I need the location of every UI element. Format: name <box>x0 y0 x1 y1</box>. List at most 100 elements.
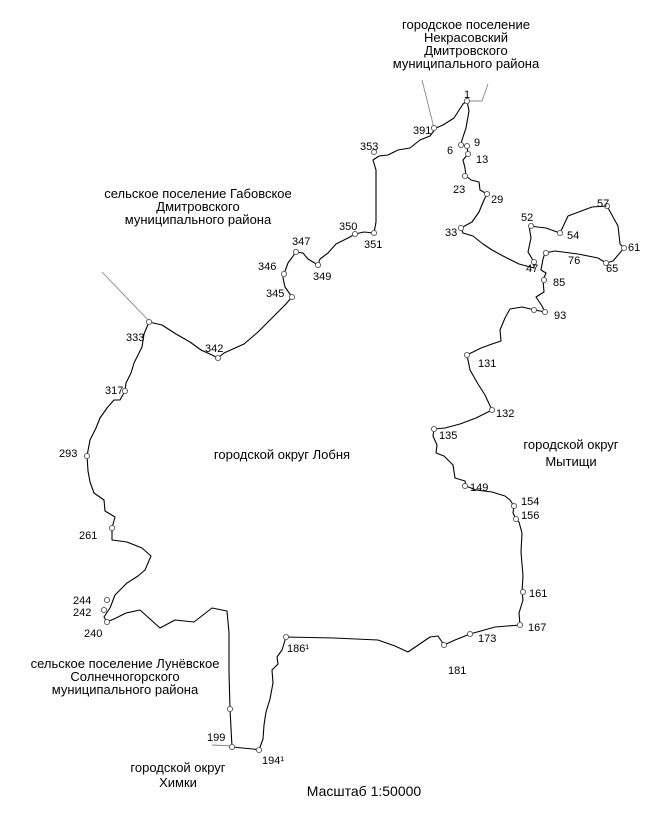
point-label-6: 6 <box>447 145 453 157</box>
boundary-point-marker <box>466 630 474 638</box>
region-label-north: городское поселение Некрасовский Дмитров… <box>393 17 540 71</box>
point-label-194: 194¹ <box>262 755 284 767</box>
boundary-point-marker <box>108 524 116 532</box>
boundary-point-marker <box>145 318 153 326</box>
point-label-85: 85 <box>553 277 565 289</box>
boundary-point-marker <box>556 229 564 237</box>
point-label-1: 1 <box>464 89 470 101</box>
boundary-point-marker <box>463 351 471 359</box>
boundary-point-marker <box>430 425 438 433</box>
boundary-point-marker <box>314 261 322 269</box>
boundary-point-marker <box>457 224 465 232</box>
point-label-242: 242 <box>73 607 91 619</box>
point-label-244: 244 <box>73 595 91 607</box>
point-label-173: 173 <box>478 633 496 645</box>
point-label-33: 33 <box>445 227 457 239</box>
region-label-line: Химки <box>159 775 197 790</box>
boundary-point-marker <box>255 746 263 754</box>
boundary-point-marker <box>510 502 518 510</box>
region-label-line: муниципального района <box>393 56 540 71</box>
boundary-point-marker <box>603 202 611 210</box>
region-label-line: городской округ <box>130 760 225 775</box>
point-label-54: 54 <box>567 230 579 242</box>
point-label-346: 346 <box>258 261 276 273</box>
boundary-point-marker <box>103 596 111 604</box>
point-label-13: 13 <box>476 154 488 166</box>
region-label-line: муниципального района <box>52 682 199 697</box>
boundary-point-marker <box>370 148 378 156</box>
region-label-line: Дмитровского <box>424 43 507 58</box>
point-label-317: 317 <box>105 385 123 397</box>
boundary-point-marker <box>440 641 448 649</box>
point-label-154: 154 <box>521 496 539 508</box>
boundary-point-marker <box>121 387 129 395</box>
point-label-29: 29 <box>491 194 503 206</box>
boundary-point-marker <box>457 141 465 149</box>
boundary-point-marker <box>488 406 496 414</box>
boundary-point-marker <box>483 190 491 198</box>
point-label-199: 199 <box>207 732 225 744</box>
boundary-point-marker <box>602 259 610 267</box>
point-label-132: 132 <box>496 408 514 420</box>
point-label-347: 347 <box>292 236 310 248</box>
boundary-point-marker <box>512 515 520 523</box>
region-label-line: городское поселение <box>402 17 530 32</box>
point-label-52: 52 <box>521 212 533 224</box>
boundary-point-marker <box>463 142 471 150</box>
point-label-93: 93 <box>554 310 566 322</box>
region-label-center: городской округ Лобня <box>214 447 350 462</box>
neighbor-boundary-west <box>101 271 151 323</box>
boundary-point-marker <box>542 249 550 257</box>
boundary-point-marker <box>461 482 469 490</box>
point-label-149: 149 <box>470 482 488 494</box>
boundary-point-marker <box>370 229 378 237</box>
point-label-350: 350 <box>339 221 357 233</box>
boundary-point-marker <box>103 618 111 626</box>
boundary-point-marker <box>83 452 91 460</box>
point-label-9: 9 <box>474 137 480 149</box>
point-label-186: 186¹ <box>287 643 309 655</box>
boundary-point-marker <box>351 230 359 238</box>
point-label-345: 345 <box>266 288 284 300</box>
point-label-57: 57 <box>597 198 609 210</box>
boundary-point-labels: 1 391 353 9 6 13 23 29 33 52 57 54 61 47… <box>59 89 640 767</box>
boundary-point-marker <box>519 588 527 596</box>
point-label-261: 261 <box>79 530 97 542</box>
point-label-76: 76 <box>568 255 580 267</box>
boundary-point-marker <box>288 293 296 301</box>
region-label-line: городской округ Лобня <box>214 447 350 462</box>
point-label-131: 131 <box>478 358 496 370</box>
point-label-65: 65 <box>606 263 618 275</box>
boundary-point-marker <box>292 248 300 256</box>
region-label-southwest: сельское поселение Лунёвское Солнечногор… <box>31 656 220 697</box>
boundary-point-marker <box>620 244 628 252</box>
boundary-point-marker <box>280 270 288 278</box>
boundary-point-marker <box>228 743 236 751</box>
region-label-northwest: сельское поселение Габовское Дмитровског… <box>104 186 292 227</box>
point-label-61: 61 <box>628 242 640 254</box>
point-label-293: 293 <box>59 448 77 460</box>
region-label-south: городской округ Химки <box>130 760 225 790</box>
region-label-line: сельское поселение Габовское <box>104 186 292 201</box>
region-label-line: муниципального района <box>125 212 272 227</box>
point-label-240: 240 <box>84 628 102 640</box>
point-label-353: 353 <box>360 141 378 153</box>
boundary-point-marker <box>530 258 538 266</box>
boundary-point-marker <box>541 308 549 316</box>
region-label-east: городской округ Мытищи <box>523 437 618 469</box>
boundary-point-marker <box>100 606 108 614</box>
point-label-181: 181 <box>448 665 466 677</box>
boundary-point-marker <box>282 633 290 641</box>
region-label-line: Дмитровского <box>156 199 239 214</box>
region-label-line: сельское поселение Лунёвское <box>31 656 220 671</box>
region-label-line: Некрасовский <box>424 30 508 45</box>
point-label-349: 349 <box>313 271 331 283</box>
boundary-point-marker <box>540 276 548 284</box>
point-label-333: 333 <box>126 332 144 344</box>
point-label-156: 156 <box>521 510 539 522</box>
point-label-23: 23 <box>453 184 465 196</box>
boundary-point-marker <box>226 705 234 713</box>
boundary-point-marker <box>516 621 524 629</box>
point-label-161: 161 <box>529 588 547 600</box>
